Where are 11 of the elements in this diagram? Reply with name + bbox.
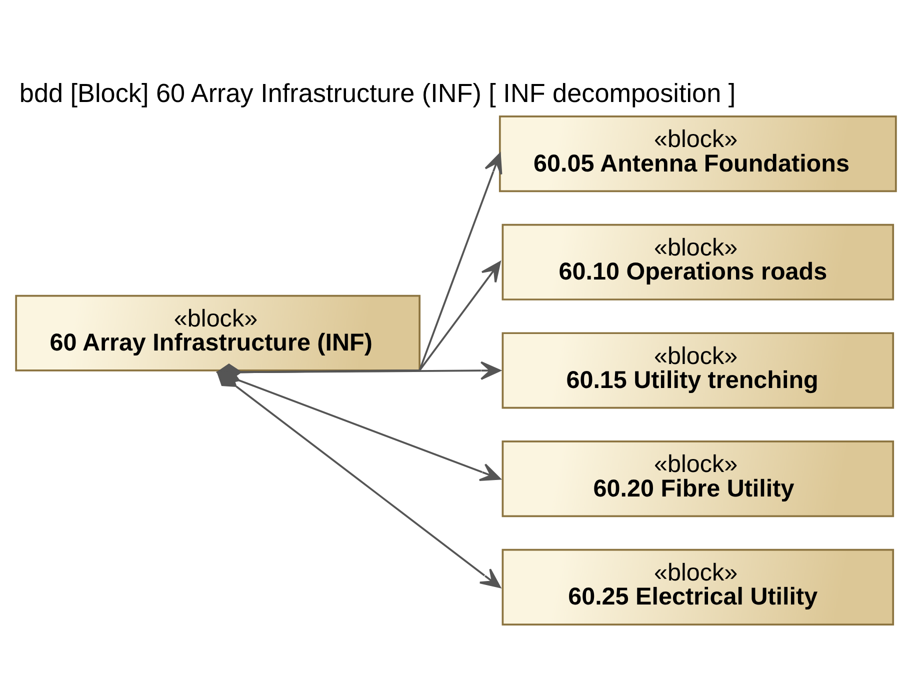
arrow [216, 261, 501, 381]
node-box: «block» 60 Array Infrastructure (INF) [15, 294, 420, 372]
node-box: «block» 60.05 Antenna Foundations [498, 116, 897, 192]
node-box: «block» 60.25 Electrical Utility [502, 548, 894, 626]
node-box: «block» 60.20 Fibre Utility [502, 440, 894, 518]
arrow [216, 152, 502, 381]
arrow [216, 361, 501, 381]
node-box: «block» 60.15 Utility trenching [502, 332, 894, 409]
arrow [216, 371, 501, 588]
diagram-title: bdd [Block] 60 Array Infrastructure (INF) [ INF decomposition ] [19, 78, 736, 108]
node-box: «block» 60.10 Operations roads [502, 224, 894, 300]
